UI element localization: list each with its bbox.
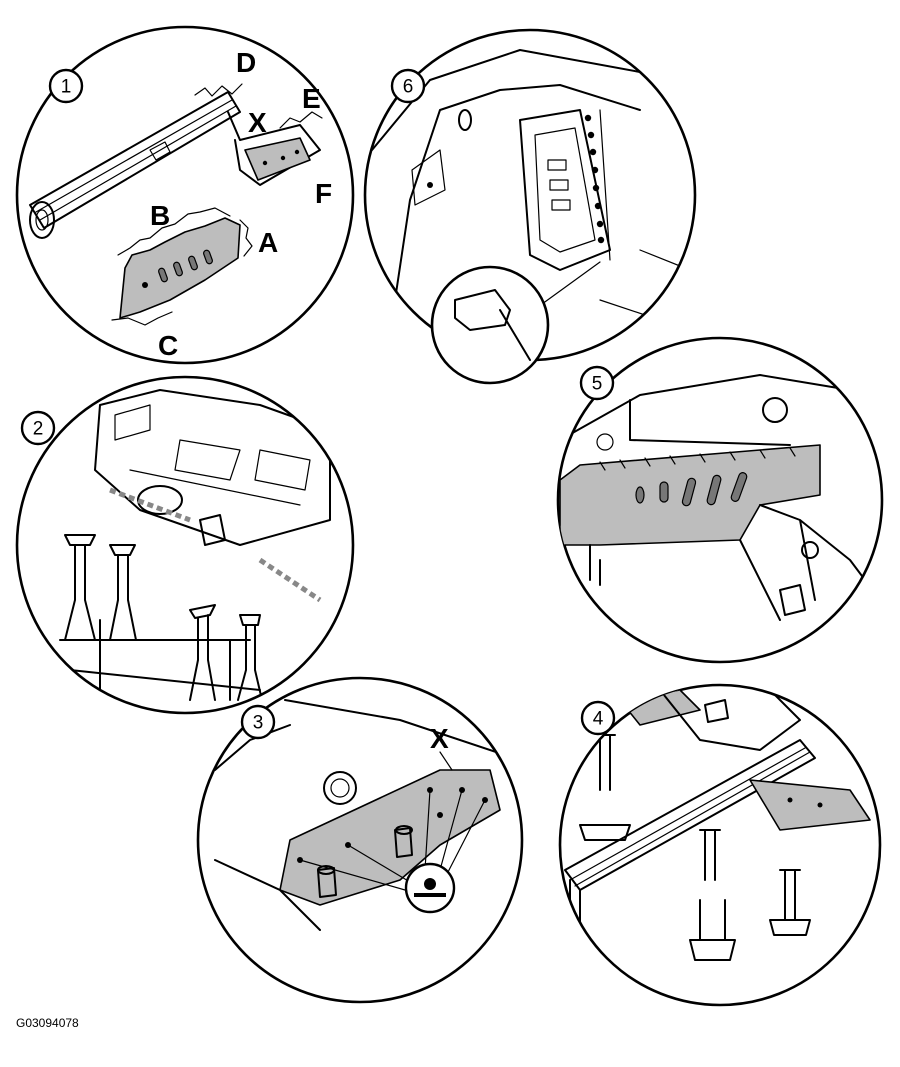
step-badge-1: [48, 68, 84, 104]
callout-d: D: [236, 47, 256, 78]
figure-reference: G03094078: [16, 1016, 79, 1030]
rail-end-opening: [29, 201, 55, 239]
step-1-frame: [15, 25, 355, 365]
cowl-panel: [94, 389, 331, 546]
step-6-panel: 6: [363, 28, 697, 385]
step-badge-3: [240, 704, 276, 740]
cut-line: [109, 487, 322, 603]
step-number-6: 6: [403, 77, 414, 98]
step-badge-2: [20, 410, 56, 446]
step-number-5: 5: [592, 374, 603, 395]
step-number-1: 1: [61, 77, 72, 98]
step-badge-6: [390, 68, 426, 104]
callout-c: C: [158, 330, 178, 361]
step-2-panel: 2: [15, 375, 355, 715]
rail: [564, 739, 816, 891]
step-4-frame: [558, 683, 882, 1007]
step-badge-5: [579, 365, 615, 401]
step-5-panel: 5: [556, 336, 884, 664]
step-number-2: 2: [33, 419, 44, 440]
callout-a: A: [258, 227, 278, 258]
callout-x: X: [248, 107, 267, 138]
long-rail: [29, 91, 241, 229]
step-number-3: 3: [253, 713, 264, 734]
step-badge-4: [580, 700, 616, 736]
callout-f: F: [315, 178, 332, 209]
callout-b: B: [150, 200, 170, 231]
cut-line-d: [194, 83, 243, 97]
callout-e: E: [302, 83, 321, 114]
step-3-panel: 3 X: [196, 676, 524, 1004]
step-4-panel: 4: [558, 683, 882, 1007]
replacement-section: [244, 137, 311, 181]
step-1-panel: 1 D X E F B A C: [15, 25, 355, 365]
step-6-detail-inset: [430, 265, 550, 385]
step-number-4: 4: [593, 709, 604, 730]
callout-x-step-3: X: [430, 723, 449, 754]
step-2-frame: [15, 375, 355, 715]
